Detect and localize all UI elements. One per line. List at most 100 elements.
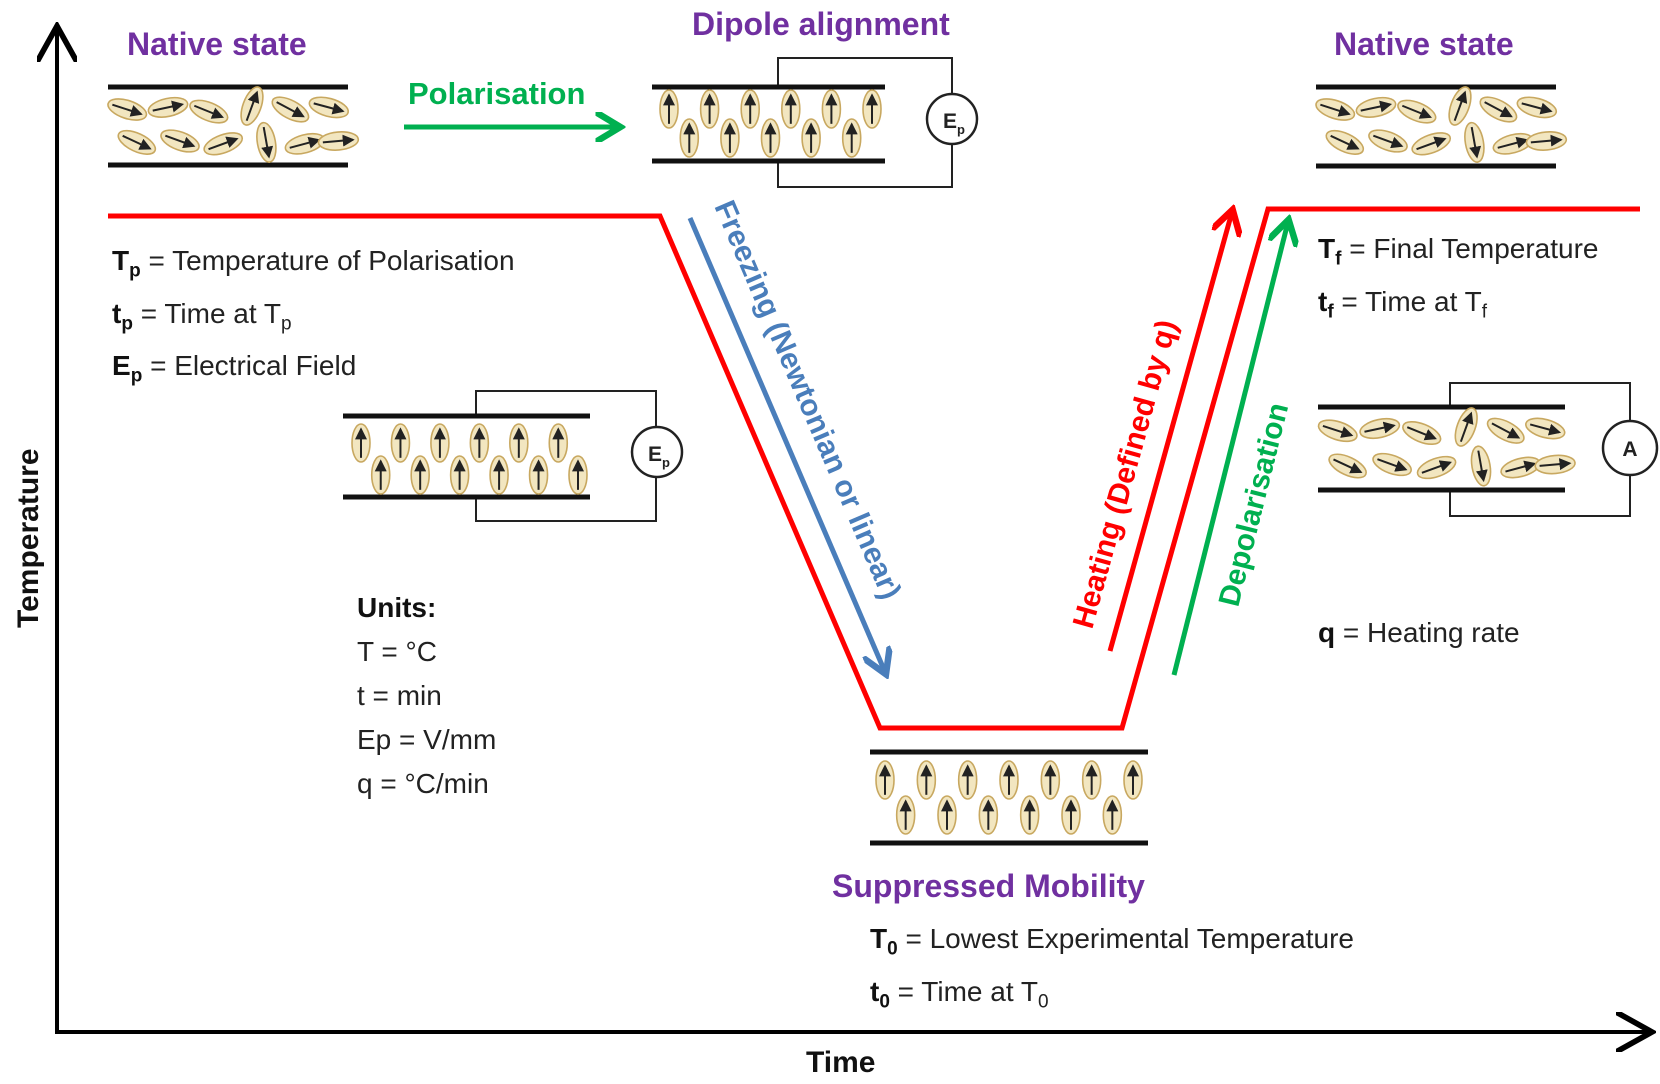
dipole-molecule (528, 455, 549, 495)
dipole-alignment-title: Dipole alignment (692, 6, 950, 42)
lowest-definitions: T0 = Lowest Experimental Temperature t0 … (870, 918, 1354, 1023)
def-ep: Ep = Electrical Field (112, 350, 357, 387)
def-tp: Tp = Temperature of Polarisation (112, 245, 515, 282)
dipole-molecule (801, 118, 821, 158)
dipole-molecule (1317, 419, 1358, 443)
dipole-molecule (841, 118, 862, 158)
units-line: q = °C/min (357, 768, 489, 799)
dipole-molecule (271, 96, 310, 123)
dipole-molecule (1470, 445, 1492, 487)
dipole-molecule (1019, 795, 1040, 835)
dipole-molecule (957, 760, 978, 800)
dipole-molecule (720, 118, 740, 158)
dipole-molecule (430, 423, 450, 463)
rate-definition: q = Heating rate (1318, 612, 1520, 654)
dipole-molecule (308, 96, 350, 119)
heating-arrow (1107, 212, 1232, 652)
dipole-molecule (410, 455, 430, 495)
dipole-molecule (256, 121, 277, 163)
dipole-molecule (1454, 407, 1478, 447)
dipole-molecule (1402, 420, 1442, 446)
dipole-molecule (1328, 453, 1367, 479)
dipole-molecule (1325, 129, 1365, 155)
dipole-molecule (1359, 417, 1401, 440)
dipole-molecule (1486, 417, 1525, 444)
polarisation-label: Polarisation (408, 76, 586, 111)
freezing-arrow (687, 217, 885, 672)
dipole-molecule (1355, 96, 1397, 118)
dipole-molecule (978, 795, 999, 835)
dipole-molecule (160, 129, 200, 153)
native-state-sample-left (107, 84, 360, 168)
dipole-molecule (189, 99, 229, 124)
final-definitions: Tf = Final Temperature tf = Time at Tf (1318, 228, 1599, 333)
dipole-molecule (1397, 99, 1437, 124)
depolarisation-arrow (1171, 222, 1288, 676)
x-axis-title: Time (806, 1046, 876, 1079)
dipole-molecule (895, 795, 916, 835)
def-time-f: tf = Time at Tf (1318, 285, 1488, 323)
dipole-molecule (317, 131, 360, 151)
dipole-molecule (875, 760, 895, 800)
dipole-molecule (659, 89, 679, 129)
dipole-molecule (1411, 132, 1452, 156)
dipole-molecule (679, 118, 700, 158)
dipole-molecule (1081, 760, 1102, 800)
dipole-molecule (1315, 98, 1356, 121)
dipole-molecule (1524, 417, 1566, 440)
dipole-molecule (862, 89, 882, 129)
dipole-molecule (147, 96, 189, 118)
dipole-molecule (821, 89, 842, 129)
field-source-label: Ep (943, 110, 965, 137)
dipole-molecule (1416, 455, 1457, 480)
heating-label: Heating (Defined by q) (1067, 316, 1184, 632)
dipole-molecule (999, 760, 1019, 800)
dipole-molecule (107, 98, 148, 121)
dipole-molecule (760, 118, 781, 158)
def-time-p: tp = Time at Tp (112, 297, 292, 335)
field-source-symbol (925, 92, 979, 146)
temperature-profile-line (108, 206, 1640, 731)
dipole-molecule (351, 423, 371, 463)
dipole-molecule (740, 89, 761, 129)
field-source-label-2: Ep (648, 443, 670, 470)
dipole-alignment-sample: Ep (652, 57, 979, 188)
dipole-molecule (1123, 760, 1143, 800)
ammeter-symbol (1601, 419, 1659, 477)
dipole-molecule (390, 423, 411, 463)
native-state-title-right: Native state (1334, 26, 1514, 62)
dipole-molecule (1040, 760, 1061, 800)
units-line: Ep = V/mm (357, 724, 497, 755)
dipole-molecule (449, 455, 470, 495)
dipole-molecule (1448, 86, 1472, 126)
dipole-molecule (489, 455, 509, 495)
dipole-molecule (1525, 131, 1568, 151)
units-line: t = min (357, 680, 442, 711)
dipole-molecule (568, 455, 588, 495)
polarisation-definitions: Tp = Temperature of Polarisation tp = Ti… (112, 240, 515, 398)
suppressed-mobility-sample (870, 749, 1148, 846)
dipole-molecule (1368, 129, 1408, 153)
polarisation-hold-sample: Ep (343, 390, 684, 522)
dipole-molecule (916, 760, 937, 800)
dipole-molecule (509, 423, 529, 463)
units-block: Units: T = °C t = min Ep = V/mm q = °C/m… (357, 586, 496, 806)
def-t0: T0 = Lowest Experimental Temperature (870, 923, 1354, 960)
ammeter-label: A (1622, 438, 1637, 461)
dipole-molecule (1061, 795, 1081, 835)
y-axis-title: Temperature (12, 448, 45, 628)
depolarisation-label: Depolarisation (1213, 400, 1295, 610)
dipole-molecule (1534, 454, 1576, 475)
dipole-molecule (1516, 96, 1558, 119)
dipole-molecule (699, 89, 720, 129)
dipole-molecule (469, 423, 490, 463)
field-source-symbol-2 (630, 425, 684, 479)
native-state-title-left: Native state (127, 26, 307, 62)
dipole-molecule (117, 129, 157, 155)
dipole-molecule (780, 89, 801, 129)
def-time-0: t0 = Time at T0 (870, 975, 1049, 1013)
units-line: T = °C (357, 636, 437, 667)
dipole-molecule (1372, 452, 1412, 477)
dipole-molecule (937, 795, 957, 835)
